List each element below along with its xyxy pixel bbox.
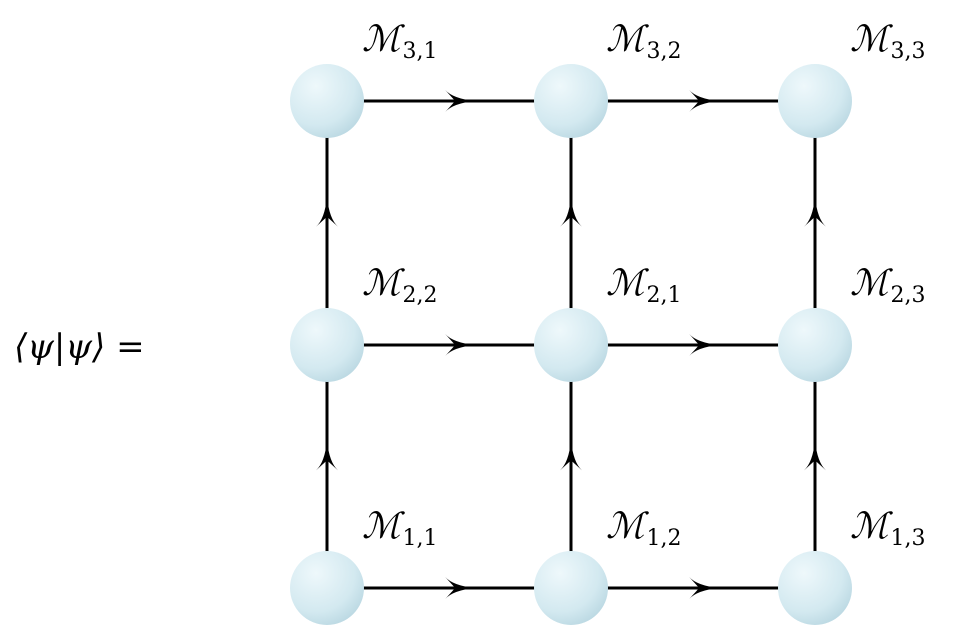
arrowhead-2-1-to-3-1: [316, 196, 338, 227]
node-label-subscript: 1,2: [647, 526, 682, 551]
node-label-1-2: ℳ1,2: [606, 506, 682, 551]
node-label-2-2: ℳ2,1: [606, 263, 682, 308]
tensor-node-1-2: [534, 551, 608, 625]
arrowhead-3-1-to-3-2: [445, 90, 476, 112]
node-label-symbol: ℳ: [606, 263, 649, 304]
node-label-subscript: 2,2: [403, 283, 438, 308]
node-label-symbol: ℳ: [850, 506, 893, 547]
tensor-node-2-2: [534, 308, 608, 382]
arrowhead-2-2-to-2-3: [689, 334, 720, 356]
node-label-3-1: ℳ3,1: [362, 19, 438, 64]
node-label-2-3: ℳ2,3: [850, 263, 926, 308]
arrowhead-1-1-to-1-2: [445, 577, 476, 599]
node-label-1-3: ℳ1,3: [850, 506, 926, 551]
node-label-2-1: ℳ2,2: [362, 263, 438, 308]
node-label-subscript: 2,1: [647, 283, 682, 308]
node-label-symbol: ℳ: [850, 19, 893, 60]
node-label-subscript: 3,3: [891, 39, 926, 64]
equation-lhs: ⟨ψ|ψ⟩ =: [14, 327, 145, 367]
tensor-node-2-1: [290, 308, 364, 382]
tensor-node-3-3: [778, 64, 852, 138]
node-label-subscript: 1,1: [403, 526, 438, 551]
arrowhead-2-2-to-3-2: [560, 196, 582, 227]
arrowhead-2-1-to-2-2: [445, 334, 476, 356]
node-label-3-2: ℳ3,2: [606, 19, 682, 64]
tensor-node-2-3: [778, 308, 852, 382]
node-label-symbol: ℳ: [362, 506, 405, 547]
arrowhead-1-1-to-2-1: [316, 440, 338, 471]
arrowhead-3-2-to-3-3: [689, 90, 720, 112]
tensor-node-3-1: [290, 64, 364, 138]
node-label-symbol: ℳ: [606, 19, 649, 60]
node-label-symbol: ℳ: [362, 19, 405, 60]
arrowhead-2-3-to-3-3: [804, 196, 826, 227]
arrowhead-1-2-to-2-2: [560, 440, 582, 471]
arrowhead-1-2-to-1-3: [689, 577, 720, 599]
node-label-1-1: ℳ1,1: [362, 506, 438, 551]
edges-layer: [316, 90, 826, 599]
node-label-symbol: ℳ: [606, 506, 649, 547]
node-label-subscript: 3,1: [403, 39, 438, 64]
nodes-layer: [290, 64, 852, 625]
arrowhead-1-3-to-2-3: [804, 440, 826, 471]
node-label-symbol: ℳ: [362, 263, 405, 304]
tensor-node-1-3: [778, 551, 852, 625]
node-label-3-3: ℳ3,3: [850, 19, 926, 64]
tensor-node-1-1: [290, 551, 364, 625]
node-label-subscript: 2,3: [891, 283, 926, 308]
tensor-node-3-2: [534, 64, 608, 138]
node-label-symbol: ℳ: [850, 263, 893, 304]
node-label-subscript: 1,3: [891, 526, 926, 551]
node-label-subscript: 3,2: [647, 39, 682, 64]
